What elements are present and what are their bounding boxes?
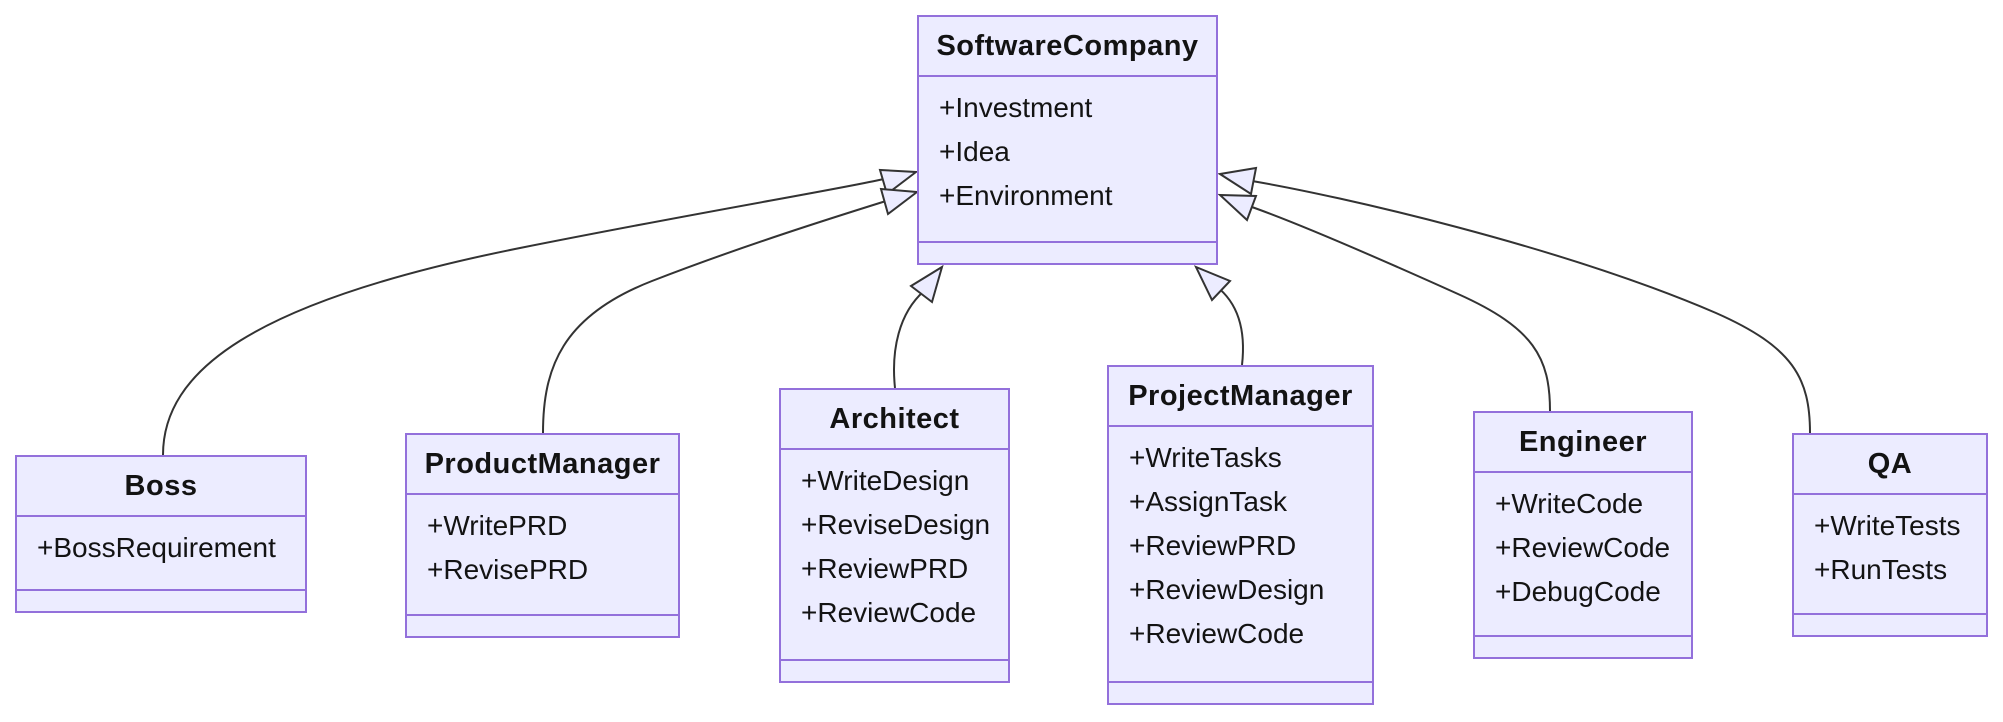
class-methods-empty: [1109, 681, 1372, 703]
class-methods-empty: [407, 614, 678, 636]
edge-productmanager-to-softwarecompany: [542, 187, 920, 434]
class-box-boss: Boss +BossRequirement: [15, 455, 307, 613]
edge-boss-to-softwarecompany: [162, 168, 919, 456]
class-attribute: +RunTests: [1814, 554, 1948, 585]
class-attribute: +ReviewPRD: [1129, 530, 1297, 561]
class-attribute: +WriteCode: [1495, 488, 1644, 519]
class-attribute: +WriteDesign: [801, 465, 970, 496]
class-methods-empty: [1794, 613, 1986, 635]
class-name: Boss: [17, 457, 305, 517]
class-attribute: +ReviewCode: [1129, 618, 1305, 649]
class-methods-empty: [17, 589, 305, 611]
class-name: ProductManager: [407, 435, 678, 495]
class-attribute: +BossRequirement: [37, 532, 276, 563]
class-attribute: +DebugCode: [1495, 576, 1661, 607]
class-attribute: +ReviewCode: [801, 597, 977, 628]
edge-projectmanager-to-softwarecompany: [1193, 265, 1244, 366]
class-attribute: +ReviseDesign: [801, 509, 991, 540]
class-attribute: +AssignTask: [1129, 486, 1287, 517]
class-attributes: +WriteCode +ReviewCode +DebugCode: [1475, 473, 1691, 635]
class-attribute: +WriteTests: [1814, 510, 1961, 541]
edge-engineer-to-softwarecompany: [1217, 193, 1551, 412]
class-attributes: +Investment +Idea +Environment: [919, 77, 1216, 241]
class-attribute: +Idea: [939, 136, 1010, 167]
class-methods-empty: [1475, 635, 1691, 657]
class-box-productmanager: ProductManager +WritePRD +RevisePRD: [405, 433, 680, 638]
class-name: SoftwareCompany: [919, 17, 1216, 77]
class-name: QA: [1794, 435, 1986, 495]
class-attributes: +WriteTasks +AssignTask +ReviewPRD +Revi…: [1109, 427, 1372, 681]
class-attribute: +WriteTasks: [1129, 442, 1282, 473]
class-box-engineer: Engineer +WriteCode +ReviewCode +DebugCo…: [1473, 411, 1693, 659]
class-attributes: +WriteDesign +ReviseDesign +ReviewPRD +R…: [781, 450, 1008, 659]
class-attributes: +WriteTests +RunTests: [1794, 495, 1986, 613]
class-methods-empty: [919, 241, 1216, 263]
class-box-projectmanager: ProjectManager +WriteTasks +AssignTask +…: [1107, 365, 1374, 705]
class-attribute: +ReviewPRD: [801, 553, 969, 584]
class-attribute: +ReviewCode: [1495, 532, 1671, 563]
class-box-qa: QA +WriteTests +RunTests: [1792, 433, 1988, 637]
edge-architect-to-softwarecompany: [893, 264, 944, 389]
class-name: Architect: [781, 390, 1008, 450]
class-name: Engineer: [1475, 413, 1691, 473]
class-attribute: +Environment: [939, 180, 1113, 211]
class-attribute: +WritePRD: [427, 510, 568, 541]
class-attribute: +RevisePRD: [427, 554, 589, 585]
class-attributes: +BossRequirement: [17, 517, 305, 589]
class-box-softwarecompany: SoftwareCompany +Investment +Idea +Envir…: [917, 15, 1218, 265]
class-attributes: +WritePRD +RevisePRD: [407, 495, 678, 614]
edge-qa-to-softwarecompany: [1217, 166, 1811, 434]
class-name: ProjectManager: [1109, 367, 1372, 427]
class-box-architect: Architect +WriteDesign +ReviseDesign +Re…: [779, 388, 1010, 683]
class-methods-empty: [781, 659, 1008, 681]
class-attribute: +ReviewDesign: [1129, 574, 1325, 605]
class-attribute: +Investment: [939, 92, 1093, 123]
